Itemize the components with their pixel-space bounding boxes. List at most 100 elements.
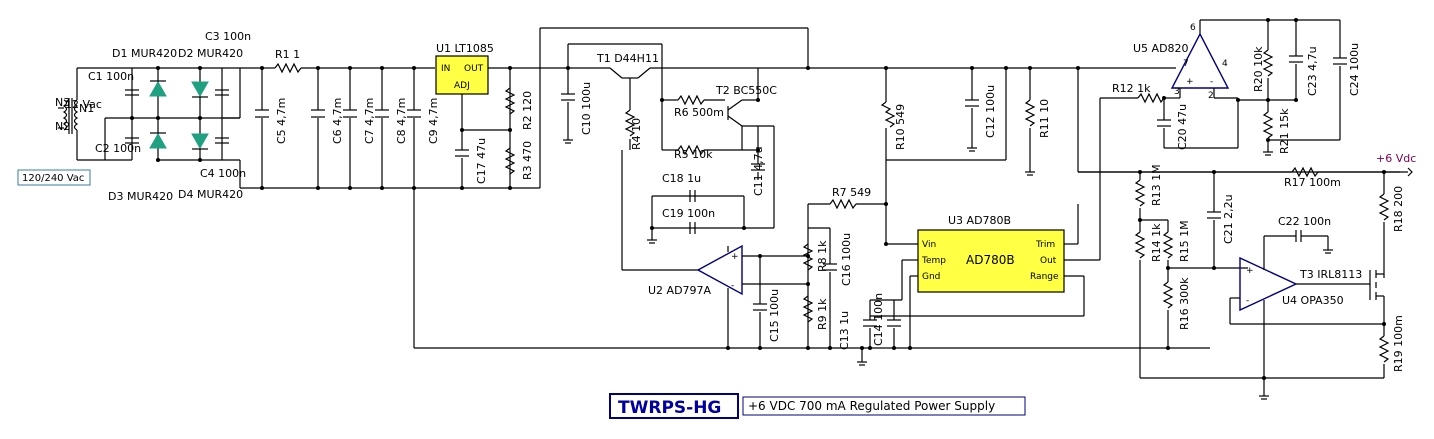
- transformer-n2-label: N2: [55, 120, 70, 133]
- filter-section: [255, 62, 540, 348]
- u4-plus: +: [1246, 266, 1254, 276]
- c19-label: C19 100n: [662, 207, 715, 220]
- schematic-title: TWRPS-HG: [618, 398, 721, 418]
- u5-minus: -: [1210, 77, 1213, 87]
- r1-label: R1 1: [275, 48, 300, 61]
- transformer: [58, 67, 132, 161]
- r6-label: R6 500m: [674, 106, 724, 119]
- schematic-subtitle: +6 VDC 700 mA Regulated Power Supply: [748, 399, 995, 413]
- c17-label: C17 47u: [475, 138, 488, 184]
- u1-in-pin: IN: [441, 64, 450, 74]
- u2-label: U2 AD797A: [648, 284, 712, 297]
- c4-label: C4 100n: [200, 167, 246, 180]
- transformer-secondary-label: 12 Vac: [65, 98, 102, 111]
- u3-body-label: AD780B: [966, 253, 1015, 267]
- u5-pin4: 4: [1222, 59, 1228, 69]
- r5-label: R5 10k: [674, 148, 713, 161]
- c8-label: C8 4,7m: [395, 98, 408, 144]
- u2-minus: -: [731, 281, 734, 291]
- r18-label: R18 200: [1392, 186, 1405, 232]
- u3-temp-pin: Temp: [921, 256, 946, 266]
- mains-input-label: 120/240 Vac: [22, 173, 84, 184]
- c21-label: C21 2,2u: [1222, 194, 1235, 244]
- c16-label: C16 100u: [840, 233, 853, 286]
- c18-label: C18 1u: [662, 172, 701, 185]
- t2-label: T2 BC550C: [715, 84, 777, 97]
- r2-label: R2 120: [521, 91, 534, 130]
- transformer-n3-label: N3: [55, 96, 70, 109]
- u3-label: U3 AD780B: [948, 214, 1011, 227]
- c3-label: C3 100n: [205, 30, 251, 43]
- u1-adj-pin: ADJ: [454, 81, 470, 91]
- pass-transistor-section: [539, 27, 880, 271]
- u3-out-pin: Out: [1040, 256, 1057, 266]
- output-voltage-label: +6 Vdc: [1376, 152, 1416, 165]
- c11-label: C11 4,7u: [752, 146, 765, 196]
- c15-label: C15 100u: [768, 289, 781, 342]
- c9-label: C9 4,7m: [427, 98, 440, 144]
- r11-label: R11 10: [1038, 99, 1051, 138]
- r14-label: R14 1k: [1150, 223, 1163, 262]
- u3-vin-pin: Vin: [922, 240, 936, 250]
- sense-rail: [880, 66, 1078, 246]
- u2-opamp: [696, 198, 886, 350]
- d1-label: D1 MUR420: [112, 47, 177, 60]
- r3-label: R3 470: [521, 141, 534, 180]
- u1-label: U1 LT1085: [436, 42, 494, 55]
- u3-range-pin: Range: [1030, 272, 1059, 282]
- u4-minus: -: [1246, 296, 1249, 306]
- r10-label: R10 549: [894, 104, 907, 150]
- u2-plus: +: [731, 252, 739, 262]
- title-box: [609, 393, 739, 419]
- u3-trim-pin: Trim: [1035, 240, 1055, 250]
- u5-pin7: 7: [1183, 59, 1189, 69]
- u1-out-pin: OUT: [464, 64, 484, 74]
- t1-label: T1 D44H11: [596, 52, 659, 65]
- r16-label: R16 300k: [1178, 277, 1191, 330]
- c7-label: C7 4,7m: [363, 98, 376, 144]
- r12-label: R12 1k: [1112, 82, 1151, 95]
- u3-gnd-pin: Gnd: [922, 272, 940, 282]
- r4-label: R4 10: [630, 118, 643, 150]
- c13-label: C13 1u: [838, 311, 851, 350]
- c5-label: C5 4,7m: [275, 98, 288, 144]
- t3-label: T3 IRL8113: [1299, 268, 1362, 281]
- c10-label: C10 100u: [580, 82, 593, 135]
- c12-label: C12 100u: [984, 85, 997, 138]
- c22-label: C22 100n: [1278, 215, 1331, 228]
- u5-opamp: [1076, 18, 1400, 173]
- r13-label: R13 1M: [1150, 164, 1163, 206]
- c1-label: C1 100n: [88, 70, 134, 83]
- u1-regulator: [435, 55, 545, 190]
- bridge-rectifier: [105, 66, 262, 189]
- r7-label: R7 549: [832, 186, 871, 199]
- subtitle-box: [742, 396, 1026, 416]
- d3-label: D3 MUR420: [108, 190, 173, 203]
- c24-label: C24 100u: [1348, 43, 1361, 96]
- r21-label: R21 15k: [1278, 108, 1291, 154]
- r17-label: R17 100m: [1284, 176, 1341, 189]
- c14-label: C14 100n: [872, 293, 885, 346]
- c2-label: C2 100n: [95, 142, 141, 155]
- current-limit-section: [1134, 170, 1390, 400]
- c20-label: C20 47u: [1176, 104, 1189, 150]
- output-section: [1078, 166, 1413, 278]
- u5-pin6: 6: [1190, 23, 1196, 33]
- u5-label: U5 AD820: [1133, 42, 1189, 55]
- c6-label: C6 4,7m: [331, 98, 344, 144]
- r15-label: R15 1M: [1178, 220, 1191, 262]
- u4-label: U4 OPA350: [1282, 294, 1344, 307]
- u5-plus: +: [1186, 77, 1194, 87]
- r19-label: R19 100m: [1392, 315, 1405, 372]
- transformer-n1-label: N1: [79, 102, 94, 115]
- r20-label: R20 10k: [1252, 46, 1265, 92]
- d4-label: D4 MUR420: [178, 188, 243, 201]
- u5-pin2: 2: [1208, 91, 1214, 101]
- mains-input-box: [17, 169, 91, 186]
- u5-pin3: 3: [1174, 87, 1180, 97]
- r8-label: R8 1k: [816, 240, 829, 272]
- c23-label: C23 4,7u: [1306, 46, 1319, 96]
- d2-label: D2 MUR420: [178, 47, 243, 60]
